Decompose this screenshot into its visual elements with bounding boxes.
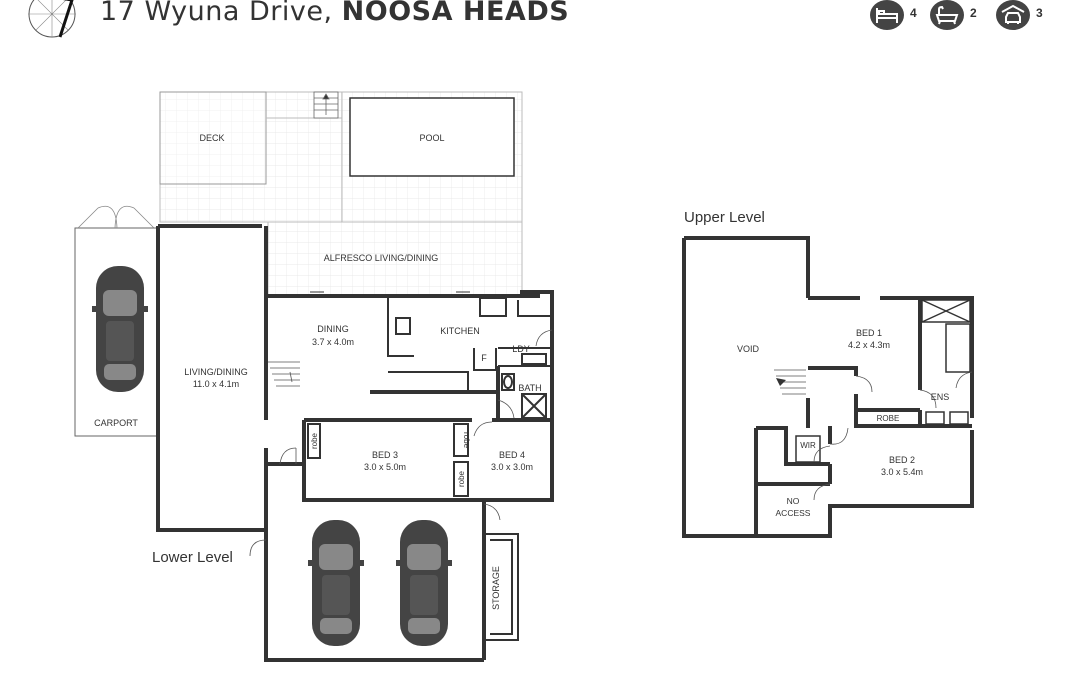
stairs-outdoor — [313, 91, 339, 119]
bath-label: BATH — [518, 383, 541, 393]
lower-level-plan — [74, 91, 554, 662]
pool — [349, 97, 515, 177]
bedroom-count: 4 — [910, 6, 917, 20]
bed4-label: BED 4 — [499, 450, 525, 460]
robe-label-bed4-lower: robe — [457, 470, 466, 487]
suburb-name: NOOSA HEADS — [341, 0, 570, 27]
deck-label: DECK — [199, 133, 224, 143]
pool-label: POOL — [419, 133, 444, 143]
carport-label: CARPORT — [94, 418, 138, 428]
bed-icon — [870, 0, 904, 30]
wir-label: WIR — [800, 441, 816, 450]
street-address: 17 Wyuna Drive, — [100, 0, 342, 27]
dining-label: DINING — [317, 324, 349, 334]
no-access-label-line1: NO — [787, 496, 800, 506]
storage-label: STORAGE — [491, 566, 501, 610]
alfresco-label: ALFRESCO LIVING/DINING — [324, 253, 439, 263]
laundry-label: LDY — [512, 344, 530, 354]
void-label: VOID — [737, 344, 760, 354]
lower-level-heading: Lower Level — [152, 549, 233, 566]
ensuite-label: ENS — [931, 392, 950, 402]
deck-area — [159, 91, 267, 185]
bathroom-count: 2 — [970, 6, 977, 20]
fridge-label: F — [481, 353, 487, 363]
upper-level-heading: Upper Level — [684, 209, 765, 226]
carspace-count: 3 — [1036, 6, 1043, 20]
bed2-dimensions: 3.0 x 5.4m — [881, 467, 923, 477]
brand-logo — [28, 0, 76, 38]
listing-header: 17 Wyuna Drive, NOOSA HEADS 4 2 3 — [0, 0, 1080, 46]
stairs-interior — [268, 361, 300, 387]
upper-level-plan — [682, 236, 974, 538]
living-dining-dimensions: 11.0 x 4.1m — [193, 379, 239, 389]
no-access-label-line2: ACCESS — [776, 508, 811, 518]
robe-label-bed4-upper: robe — [462, 432, 471, 449]
carport-car — [92, 266, 148, 392]
robe-label-bed3: robe — [310, 432, 319, 449]
garage-car-left — [308, 520, 364, 646]
kitchen-label: KITCHEN — [440, 326, 480, 336]
bed1-dimensions: 4.2 x 4.3m — [848, 340, 890, 350]
bed3-label: BED 3 — [372, 450, 398, 460]
robe-label-bed1: ROBE — [877, 414, 900, 423]
bed2-label: BED 2 — [889, 455, 915, 465]
bed4-dimensions: 3.0 x 3.0m — [491, 462, 533, 472]
bath-icon — [930, 0, 964, 30]
dining-dimensions: 3.7 x 4.0m — [312, 337, 354, 347]
bed1-label: BED 1 — [856, 328, 882, 338]
alfresco-area — [267, 221, 523, 297]
property-address: 17 Wyuna Drive, NOOSA HEADS — [100, 0, 569, 27]
living-dining-label: LIVING/DINING — [184, 367, 248, 377]
car-icon — [996, 0, 1030, 30]
bed3-dimensions: 3.0 x 5.0m — [364, 462, 406, 472]
garage-car-right — [396, 520, 452, 646]
